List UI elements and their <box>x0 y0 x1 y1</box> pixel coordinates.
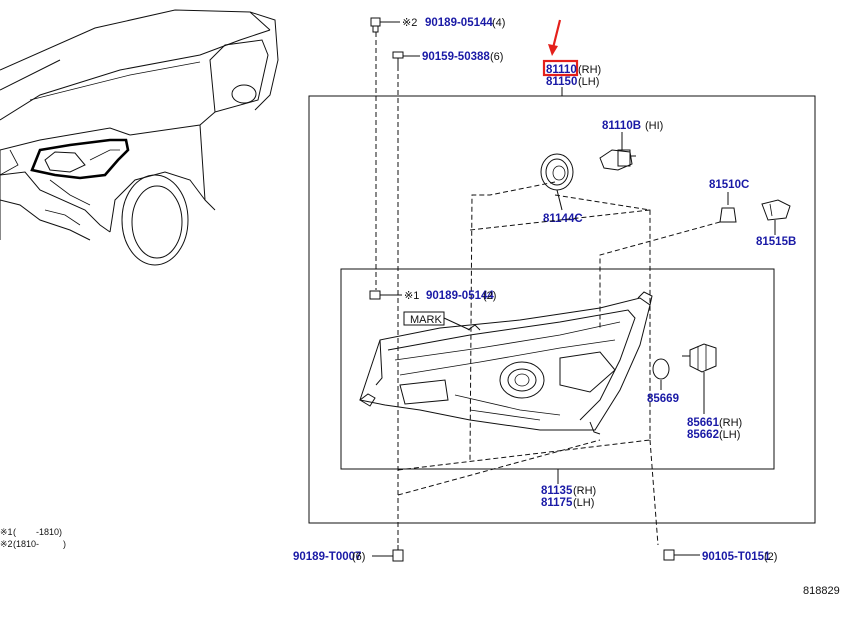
bulb-small-number[interactable]: 81510C <box>709 179 749 191</box>
bulb-small-icon <box>719 207 737 223</box>
gasket-number[interactable]: 85669 <box>647 393 679 405</box>
bulb-hi-side: (HI) <box>645 120 663 132</box>
screw-top-qty: (6) <box>490 51 503 63</box>
bulb-hi-number[interactable]: 81110B <box>602 120 641 132</box>
unit-lh-side: (LH) <box>719 429 740 441</box>
bolt-bottom-left-qty: (6) <box>352 551 365 563</box>
headlamp-lh-side: (LH) <box>578 76 599 88</box>
bolt-top-qty: (4) <box>492 17 505 29</box>
housing-rh-side: (RH) <box>573 485 596 497</box>
highlight-box <box>542 59 579 77</box>
screw-top-number[interactable]: 90159-50388 <box>422 51 490 63</box>
footnote-line1-close: -1810) <box>36 527 62 537</box>
bolt-mid-icon <box>369 290 402 300</box>
bolt-bottom-left-icon <box>392 545 404 562</box>
bolt-top-icon <box>370 17 400 33</box>
gasket-icon <box>652 358 670 380</box>
footnote-line2-mark: ※2 <box>0 539 13 549</box>
bolt-bottom-left-number[interactable]: 90189-T0007 <box>293 551 361 563</box>
bolt-mid-mark: ※1 <box>404 290 419 302</box>
figure-id: 818829 <box>803 585 840 597</box>
socket-number[interactable]: 81515B <box>756 236 796 248</box>
footnote-line2-range: (1810- <box>13 539 39 549</box>
bolt-top-number[interactable]: 90189-05144 <box>425 17 493 29</box>
vehicle-illustration <box>0 9 279 266</box>
headlamp-lh-number[interactable]: 81150 <box>546 76 577 88</box>
bolt-bottom-right-qty: (2) <box>764 551 777 563</box>
headlamp-unit-drawing <box>359 291 653 435</box>
bolt-bottom-right-icon <box>663 549 700 561</box>
mark-label: MARK <box>410 314 442 326</box>
housing-lh-number[interactable]: 81175 <box>541 497 573 509</box>
footnote-line1-mark: ※1 <box>0 527 13 537</box>
socket-icon <box>761 199 791 221</box>
cap-number[interactable]: 81144C <box>543 213 583 225</box>
bolt-mid-number[interactable]: 90189-05144 <box>426 290 494 302</box>
cap-icon <box>540 153 574 191</box>
housing-rh-number[interactable]: 81135 <box>541 485 573 497</box>
headlamp-rh-side: (RH) <box>578 64 601 76</box>
unit-rh-number[interactable]: 85661 <box>687 417 720 429</box>
footnote-line2-close: ) <box>63 539 66 549</box>
footnote-line1-open: ( <box>13 527 16 537</box>
bolt-top-mark: ※2 <box>402 17 417 29</box>
bulb-hi-icon <box>599 149 636 171</box>
footnote: ※1 ( -1810) ※2 (1810- ) <box>0 527 66 549</box>
screw-top-icon <box>392 51 420 66</box>
unit-rh-side: (RH) <box>719 417 742 429</box>
unit-lh-number[interactable]: 85662 <box>687 429 719 441</box>
headlamp-rh-number[interactable]: 81110 <box>546 64 577 76</box>
bolt-bottom-right-number[interactable]: 90105-T0151 <box>702 551 771 563</box>
unit-bulb-icon <box>682 343 717 373</box>
bolt-mid-qty: (2) <box>483 290 496 302</box>
housing-lh-side: (LH) <box>573 497 594 509</box>
